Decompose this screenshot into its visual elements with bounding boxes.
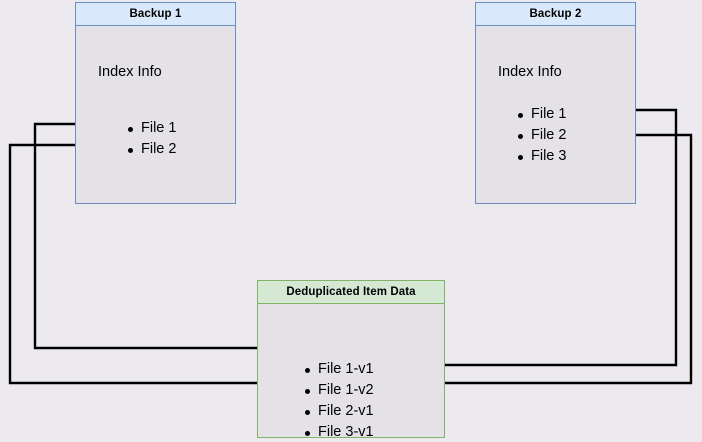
backup2-file-item[interactable]: File 1 [516,104,566,125]
deduplicated-item-data-header: Deduplicated Item Data [258,281,444,304]
dedup-item[interactable]: File 1-v2 [303,380,374,401]
backup1-index-info-label: Index Info [98,64,162,80]
backup1-file-label: File 1 [141,120,177,136]
deduplicated-item-data-box[interactable]: Deduplicated Item Data File 1-v1 File 1-… [257,280,445,440]
dedup-item-label: File 2-v1 [318,403,374,419]
backup1-header: Backup 1 [76,3,235,26]
backup1-file-label: File 2 [141,141,177,157]
backup2-file-item[interactable]: File 3 [516,146,566,167]
dedup-item-label: File 3-v1 [318,424,374,440]
dedup-item-list: File 1-v1 File 1-v2 File 2-v1 File 3-v1 [303,359,374,442]
backup2-file-label: File 2 [531,127,567,143]
backup1-file-item[interactable]: File 1 [126,118,176,139]
dedup-item-label: File 1-v1 [318,361,374,377]
dedup-item[interactable]: File 2-v1 [303,401,374,422]
dedup-item[interactable]: File 1-v1 [303,359,374,380]
backup2-file-list: File 1 File 2 File 3 [516,104,566,167]
backup1-box[interactable]: Backup 1 Index Info File 1 File 2 [75,2,236,204]
backup2-index-info-label: Index Info [498,64,562,80]
backup1-file-list: File 1 File 2 [126,118,176,160]
backup2-file-label: File 1 [531,106,567,122]
backup2-box[interactable]: Backup 2 Index Info File 1 File 2 File 3 [475,2,636,204]
backup1-file-item[interactable]: File 2 [126,139,176,160]
backup2-file-label: File 3 [531,148,567,164]
dedup-item[interactable]: File 3-v1 [303,422,374,442]
backup2-file-item[interactable]: File 2 [516,125,566,146]
dedup-item-label: File 1-v2 [318,382,374,398]
backup2-header: Backup 2 [476,3,635,26]
